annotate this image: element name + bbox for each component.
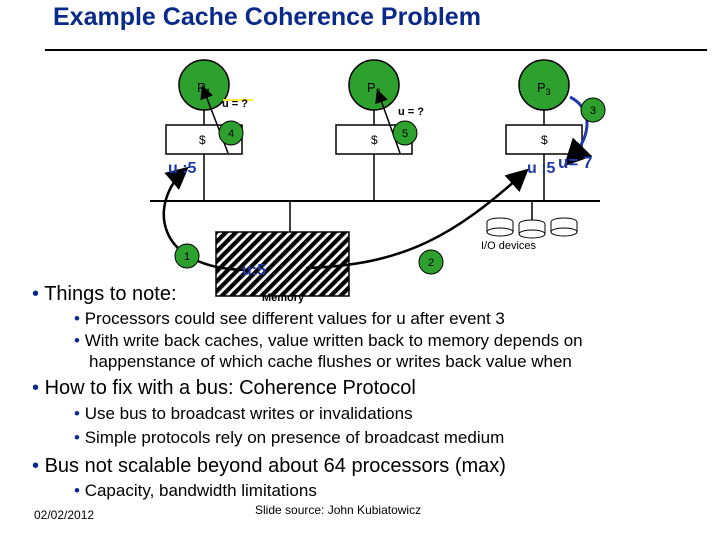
cache-p3-old-value: u :5 xyxy=(527,160,556,177)
event-1-number: 1 xyxy=(184,251,190,263)
io-disk-icon xyxy=(486,217,514,237)
event-5-arrow xyxy=(375,89,401,154)
event-1-arrow xyxy=(162,166,251,272)
io-disk-icon xyxy=(550,217,578,237)
fix-item: • Use bus to broadcast writes or invalid… xyxy=(74,404,413,423)
processor-p3-label: P3 xyxy=(537,80,551,97)
cache-symbol-p3: $ xyxy=(541,133,548,147)
event-2-number: 2 xyxy=(428,257,434,269)
processor-p3-icon xyxy=(518,59,570,111)
event-5-marker xyxy=(392,120,418,146)
read-highlight xyxy=(223,99,253,101)
note-item-continuation: happenstance of which cache flushes or w… xyxy=(89,352,572,371)
cache-p1-value: u :5 xyxy=(168,160,197,177)
footer-date: 02/02/2012 xyxy=(34,508,95,522)
page-title: Example Cache Coherence Problem xyxy=(53,3,481,31)
event-5-number: 5 xyxy=(402,128,408,140)
io-devices-label: I/O devices xyxy=(481,240,537,252)
memory-value: u:5 xyxy=(242,262,266,279)
cache-coherence-diagram: P1 P2 P3 $ $ $ I/O devices Memory xyxy=(150,59,606,304)
io-disk-icon xyxy=(518,219,546,239)
scalable-item: • Capacity, bandwidth limitations xyxy=(74,481,317,500)
bullet-things-to-note: • Things to note: xyxy=(32,283,177,305)
event-4-marker xyxy=(218,120,244,146)
fix-item: • Simple protocols rely on presence of b… xyxy=(74,428,505,447)
memory-label: Memory xyxy=(262,292,305,304)
event-3-arrow xyxy=(563,95,593,167)
event-3-marker xyxy=(580,97,606,123)
bullet-fix: • How to fix with a bus: Coherence Proto… xyxy=(32,377,416,399)
bullet-scalability: • Bus not scalable beyond about 64 proce… xyxy=(32,455,506,477)
processor-p1-icon xyxy=(178,59,230,111)
footer-source: Slide source: John Kubiatowicz xyxy=(255,503,422,517)
cache-p3-new-value: u= 7 xyxy=(558,153,593,172)
event-1-marker xyxy=(174,243,200,269)
cache-symbol-p2: $ xyxy=(371,133,378,147)
event-2-marker xyxy=(418,249,444,275)
p1-read-label: u = ? xyxy=(222,98,248,110)
event-2-arrow xyxy=(305,168,529,270)
title-underline xyxy=(45,49,707,51)
memory-block xyxy=(215,231,350,297)
event-3-number: 3 xyxy=(590,105,596,117)
event-4-number: 4 xyxy=(228,128,234,140)
note-item: • Processors could see different values … xyxy=(74,309,505,328)
note-item: • With write back caches, value written … xyxy=(74,331,583,350)
p2-read-label: u = ? xyxy=(398,106,424,118)
cache-symbol-p1: $ xyxy=(199,133,206,147)
